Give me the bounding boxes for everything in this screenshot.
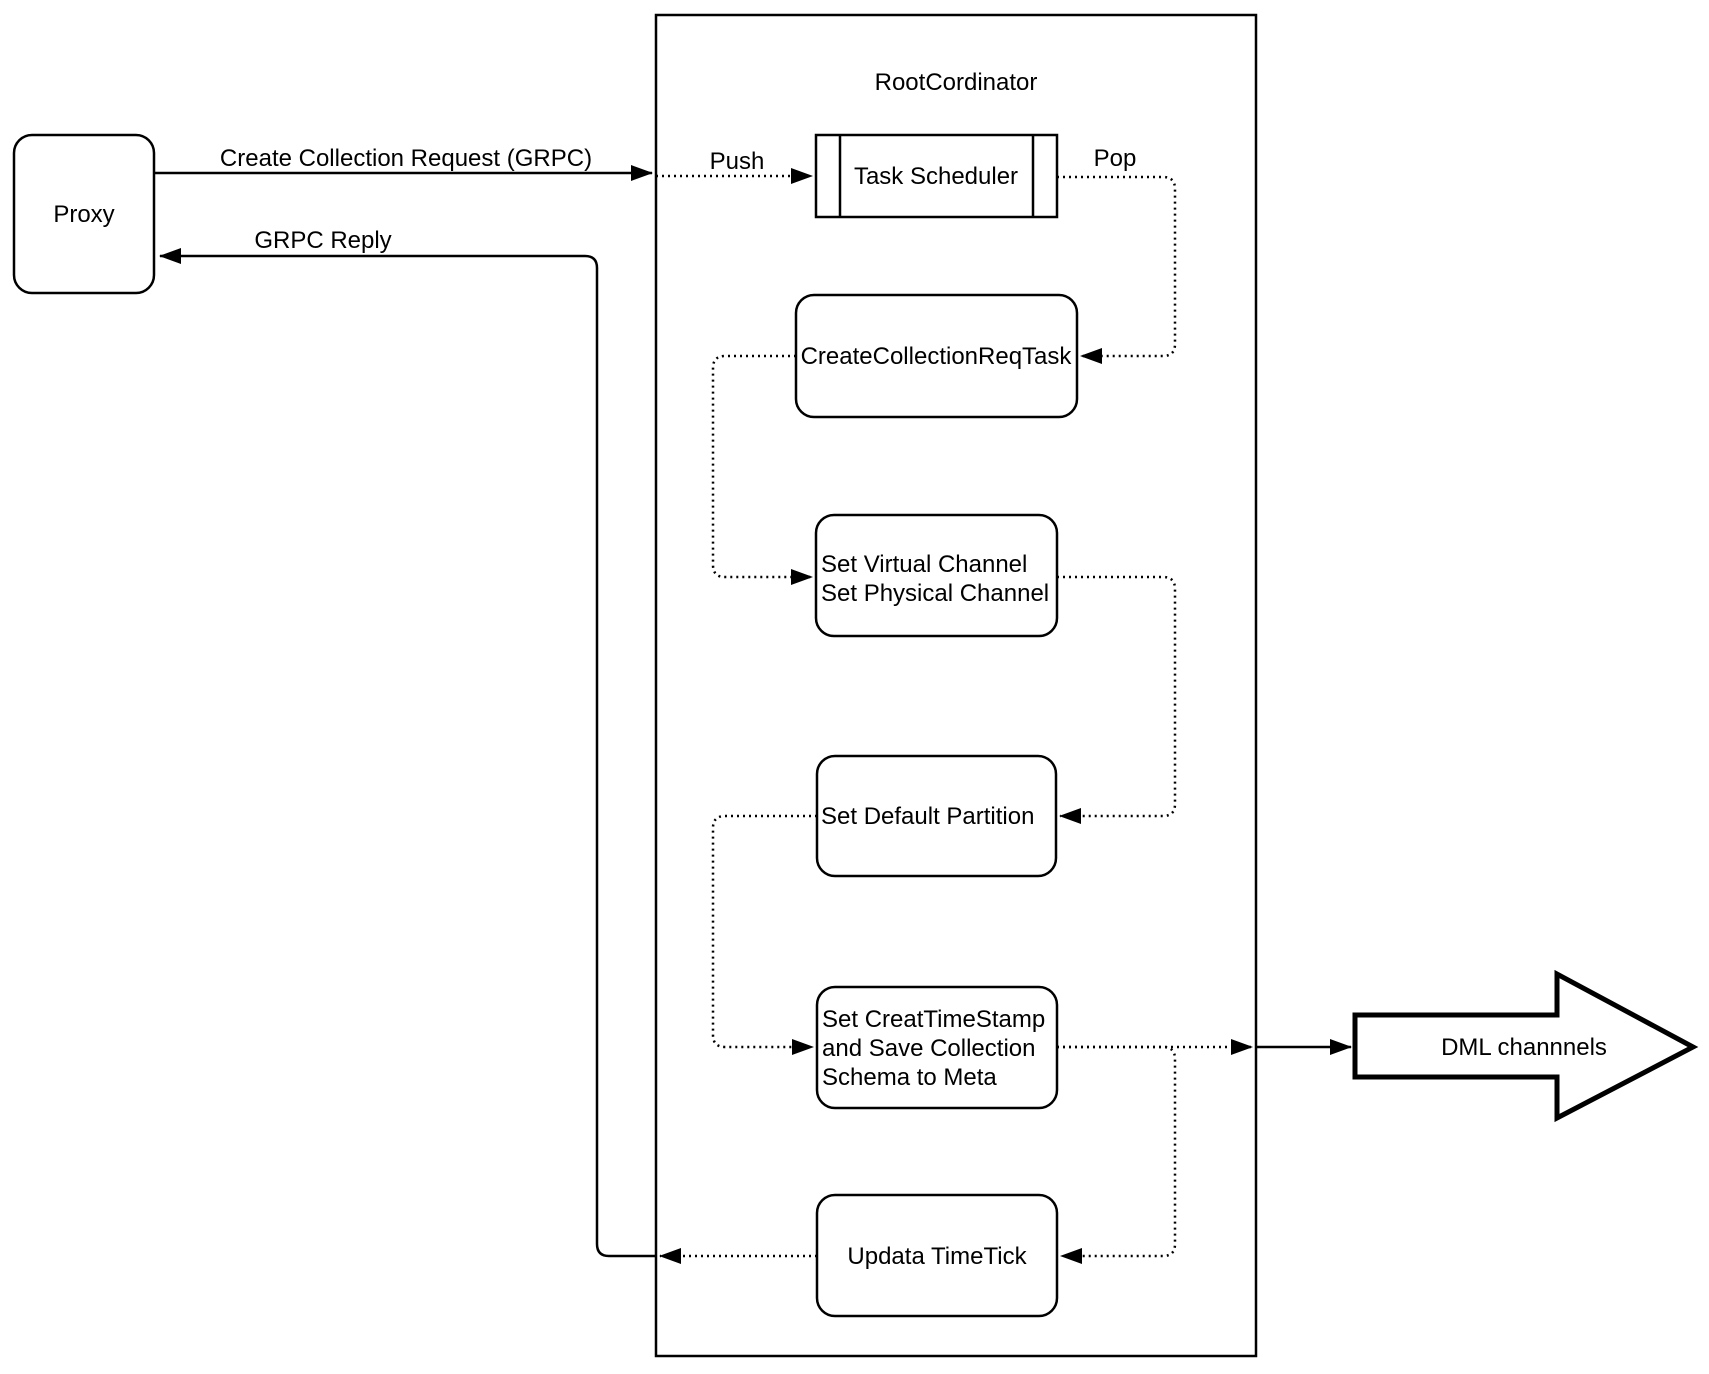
dml-channels-arrow [1352, 969, 1699, 1123]
task-scheduler-label: Task Scheduler [854, 163, 1018, 190]
dml-channels-label: DML channnels [1441, 1034, 1607, 1061]
set-creat-timestamp-label-line1: Set CreatTimeStamp [822, 1006, 1045, 1033]
proxy-node [12, 133, 156, 295]
set-channel-label-line1: Set Virtual Channel [821, 551, 1027, 578]
edge-pop-label: Pop [1094, 145, 1137, 172]
edge-to-set-creat-timestamp [711, 814, 817, 1055]
proxy-label: Proxy [53, 201, 114, 228]
edge-grpc-reply [159, 248, 656, 1258]
set-channel-node [814, 513, 1059, 638]
edge-push-label: Push [710, 148, 765, 175]
set-channel-label-line2: Set Physical Channel [821, 580, 1049, 607]
rootcordinator-title: RootCordinator [875, 69, 1038, 96]
edge-to-updata-timetick [1057, 1045, 1177, 1264]
set-creat-timestamp-label-line2: and Save Collection [822, 1035, 1035, 1062]
edge-pop [1057, 175, 1177, 364]
edge-to-set-channel [711, 354, 813, 585]
edge-to-set-default-partition [1057, 575, 1177, 824]
create-collection-req-task-label: CreateCollectionReqTask [801, 343, 1073, 370]
set-creat-timestamp-label-line3: Schema to Meta [822, 1064, 997, 1091]
task-scheduler-node [814, 133, 1059, 219]
updata-timetick-label: Updata TimeTick [847, 1243, 1027, 1270]
set-default-partition-label: Set Default Partition [821, 803, 1034, 830]
edge-create-collection-request-label: Create Collection Request (GRPC) [220, 145, 592, 172]
rootcordinator-container [654, 13, 1258, 1358]
edge-grpc-reply-label: GRPC Reply [254, 227, 391, 254]
